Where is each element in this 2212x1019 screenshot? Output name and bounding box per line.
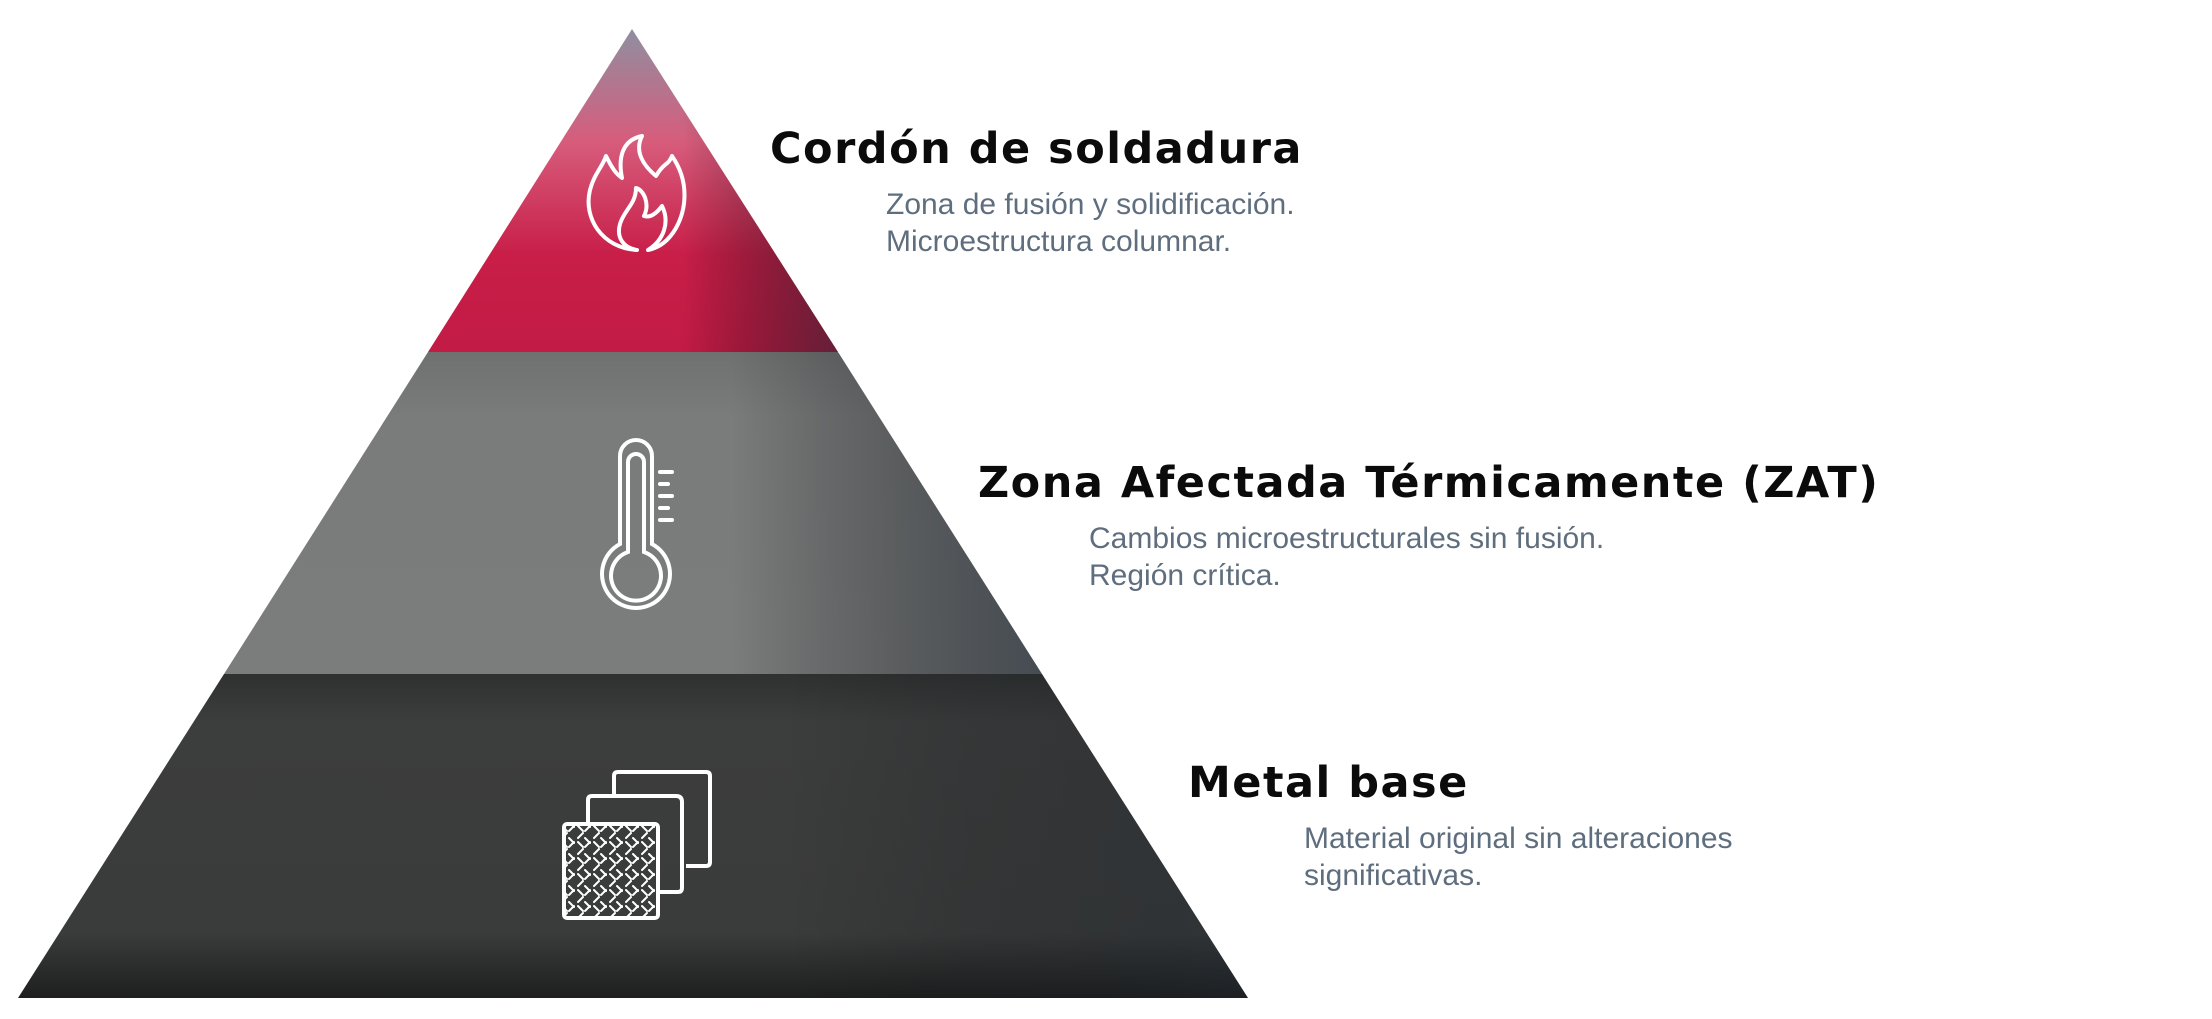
layer-title-metal-base: Metal base [1188, 758, 1469, 808]
description-line: Cambios microestructurales sin fusión. [1089, 522, 1605, 555]
description-line: significativas. [1304, 859, 1483, 892]
flame-icon [586, 134, 687, 252]
description-line: Material original sin alteraciones [1304, 822, 1733, 855]
description-line: Microestructura columnar. [886, 225, 1232, 258]
layer-title-zat: Zona Afectada Térmicamente (ZAT) [978, 458, 1880, 508]
layer-description-metal-base: Material original sin alteraciones signi… [1304, 820, 1924, 894]
metal-plates-icon [562, 770, 712, 920]
description-line: Región crítica. [1089, 559, 1281, 592]
thermometer-icon [600, 438, 674, 610]
layer-description-zat: Cambios microestructurales sin fusión. R… [1089, 520, 1709, 594]
pyramid-layer-middle [224, 352, 1042, 674]
description-line: Zona de fusión y solidificación. [886, 188, 1295, 221]
layer-title-cordon: Cordón de soldadura [770, 124, 1303, 174]
pyramid-layer-top [428, 29, 838, 352]
layer-description-cordon: Zona de fusión y solidificación. Microes… [886, 186, 1506, 260]
